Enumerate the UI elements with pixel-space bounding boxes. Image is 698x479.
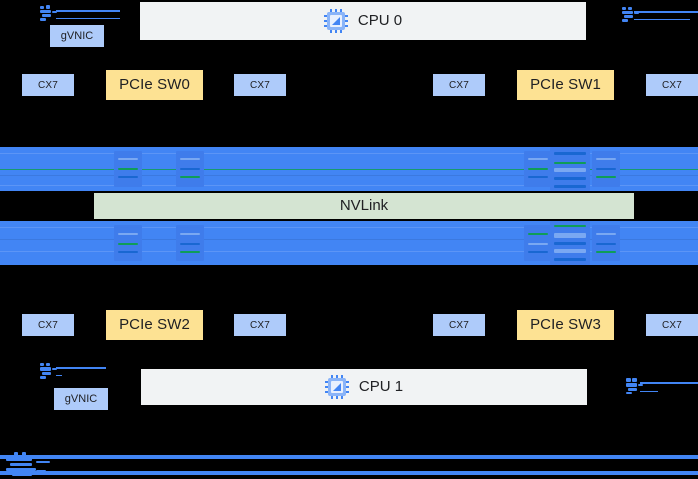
cx7-label: CX7 [448,319,470,331]
gvnic-label: gVNIC [60,29,94,42]
gpu-module-icon [524,151,552,187]
gvnic-label: gVNIC [64,392,98,405]
nic-port-icon [40,363,58,379]
cpu-chip-icon [323,9,348,33]
pcie-switch-label: PCIe SW0 [119,75,190,93]
gpu-module-icon [524,225,552,261]
cx7-nic-0[interactable]: CX7 [22,74,74,96]
uplink-wire-top-left [56,10,120,12]
cx7-label: CX7 [249,79,271,91]
gpu-module-icon [176,225,204,261]
pcie-switch-3[interactable]: PCIe SW3 [517,310,614,340]
uplink-wire-top-right-b [634,19,690,20]
uplink-wire-bottom-right-b [640,391,658,392]
cpu-chip-icon [324,375,349,399]
nic-port-icon [626,378,644,394]
gpu-module-icon [114,151,142,187]
cx7-nic-3[interactable]: CX7 [646,74,698,96]
cx7-label: CX7 [661,79,683,91]
pcie-switch-label: PCIe SW3 [530,315,601,333]
cpu-node-0[interactable]: CPU 0 [140,2,586,40]
cpu-label: CPU 1 [358,377,404,395]
gpu-module-icon [114,225,142,261]
uplink-wire-bottom-left [56,367,106,369]
pcie-switch-label: PCIe SW1 [530,75,601,93]
cpu-node-1[interactable]: CPU 1 [141,369,587,405]
nvlink-label: NVLink [339,196,389,214]
cpu-label: CPU 0 [357,11,403,29]
gpu-module-icon [592,225,620,261]
fabric-line-top [0,455,698,459]
gpu-module-icon [176,151,204,187]
gpu-module-icon [550,221,590,265]
fabric-line-bottom [0,471,698,475]
gpu-row-top [0,147,698,191]
pcie-switch-0[interactable]: PCIe SW0 [106,70,203,100]
cx7-label: CX7 [37,79,59,91]
pcie-switch-1[interactable]: PCIe SW1 [517,70,614,100]
cx7-label: CX7 [249,319,271,331]
gpu-module-icon [592,151,620,187]
cx7-nic-2[interactable]: CX7 [433,74,485,96]
cx7-nic-1[interactable]: CX7 [234,74,286,96]
nvlink-bus[interactable]: NVLink [94,193,634,219]
gvnic-node-1[interactable]: gVNIC [54,388,108,410]
gvnic-node-0[interactable]: gVNIC [50,25,104,47]
uplink-wire-bottom-left-b [56,375,62,376]
cx7-nic-6[interactable]: CX7 [433,314,485,336]
network-fabric-icon [6,452,50,479]
cx7-label: CX7 [37,319,59,331]
uplink-wire-top-right [634,11,698,13]
nic-port-icon [40,5,58,21]
gpu-row-bottom [0,221,698,265]
uplink-wire-top-left-b [56,18,120,19]
pcie-switch-label: PCIe SW2 [119,315,190,333]
cx7-nic-4[interactable]: CX7 [22,314,74,336]
uplink-wire-bottom-right [640,382,698,384]
nic-port-icon [622,7,640,23]
cx7-label: CX7 [661,319,683,331]
cx7-label: CX7 [448,79,470,91]
gpu-module-icon [550,147,590,191]
cx7-nic-7[interactable]: CX7 [646,314,698,336]
pcie-switch-2[interactable]: PCIe SW2 [106,310,203,340]
cx7-nic-5[interactable]: CX7 [234,314,286,336]
